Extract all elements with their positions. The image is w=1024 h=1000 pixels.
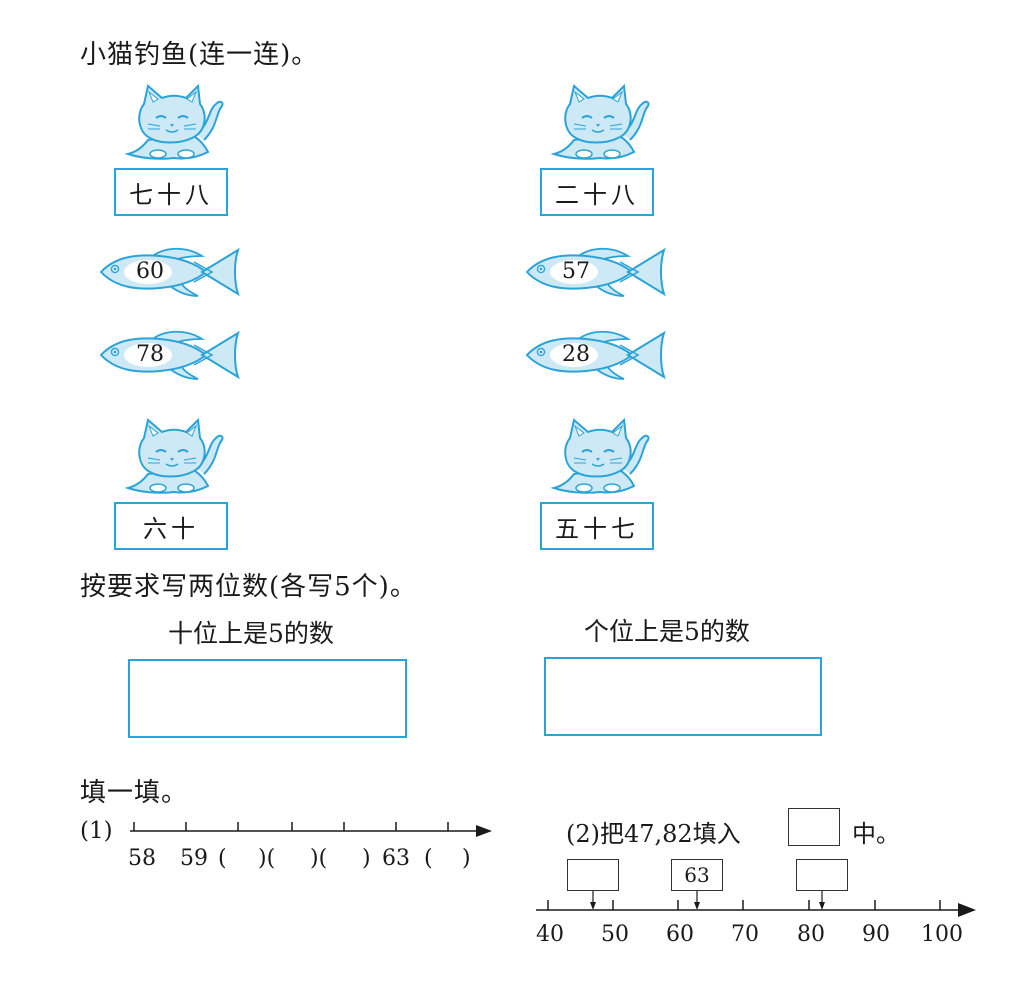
tick-label: 59	[180, 846, 208, 871]
given-box-63: 63	[671, 859, 723, 891]
axis-label: 70	[731, 922, 759, 947]
answer-box-82[interactable]	[796, 859, 848, 891]
axis-label: 50	[601, 922, 629, 947]
cat-label-box: 六十	[114, 502, 228, 550]
tens-caption: 十位上是5的数	[168, 619, 334, 648]
part1-label: (1)	[80, 818, 113, 844]
cat-label-box: 五十七	[540, 502, 654, 550]
axis-label: 100	[921, 922, 963, 947]
legend-box	[788, 808, 840, 846]
tick-label: 58	[128, 846, 156, 871]
section1-title: 小猫钓鱼(连一连)。	[80, 40, 319, 70]
fish-icon[interactable]: 57	[524, 246, 669, 298]
fish-icon[interactable]: 60	[98, 246, 243, 298]
cat-label: 七十八	[129, 180, 213, 209]
cat-icon	[544, 80, 654, 164]
section3-title: 填一填。	[80, 778, 189, 808]
answer-box-47[interactable]	[567, 859, 619, 891]
part2-suffix: 中。	[852, 820, 900, 848]
blank-paren[interactable]: )	[462, 846, 471, 871]
blank-paren[interactable]: (	[218, 846, 227, 871]
blank-paren[interactable]: )	[362, 846, 371, 871]
fish-number: 57	[562, 259, 590, 284]
tick-label: 63	[382, 846, 410, 871]
fish-icon[interactable]: 78	[98, 329, 243, 381]
cat-icon	[544, 414, 654, 498]
part2-prompt: (2)把47,82填入	[566, 820, 741, 848]
section2-title: 按要求写两位数(各写5个)。	[80, 572, 417, 602]
cat-label: 五十七	[555, 514, 639, 543]
tens-answer-box[interactable]	[128, 659, 407, 738]
fish-number: 28	[562, 342, 590, 367]
axis-label: 80	[797, 922, 825, 947]
given-value: 63	[684, 863, 710, 887]
axis-label: 60	[666, 922, 694, 947]
fish-number: 60	[136, 259, 164, 284]
axis-label: 40	[536, 922, 564, 947]
cat-label: 二十八	[555, 180, 639, 209]
cat-label-box: 七十八	[114, 168, 228, 216]
blank-paren[interactable]: )(	[258, 846, 276, 871]
fish-icon[interactable]: 28	[524, 329, 669, 381]
blank-paren[interactable]: )(	[310, 846, 328, 871]
ones-answer-box[interactable]	[544, 657, 822, 736]
ones-caption: 个位上是5的数	[584, 617, 750, 646]
number-line-2	[536, 891, 976, 917]
fish-number: 78	[136, 342, 164, 367]
axis-label: 90	[862, 922, 890, 947]
number-line-1	[130, 822, 492, 837]
cat-icon	[118, 414, 228, 498]
blank-paren[interactable]: (	[424, 846, 433, 871]
cat-label-box: 二十八	[540, 168, 654, 216]
cat-label: 六十	[143, 514, 199, 543]
cat-icon	[118, 80, 228, 164]
